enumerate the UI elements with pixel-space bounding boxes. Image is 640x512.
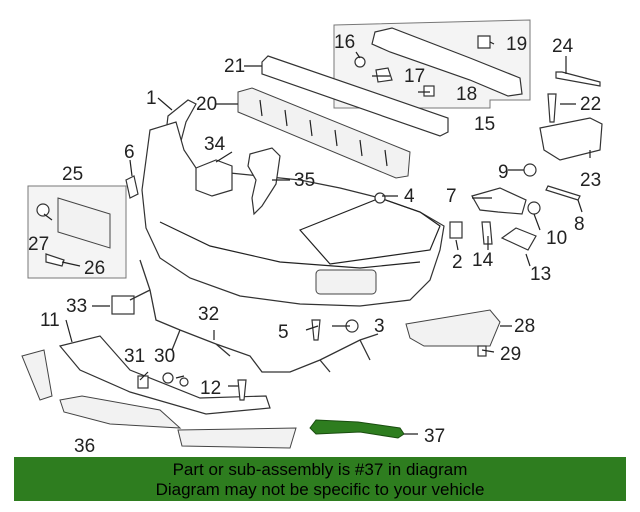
callout-27: 27 (28, 234, 49, 255)
callout-4: 4 (404, 186, 415, 207)
part-8-bolt (545, 185, 581, 201)
part-22-bolt (547, 93, 557, 123)
part-12-bolt (237, 379, 247, 401)
leaders (43, 41, 591, 435)
part-36-lower-trim-left (21, 349, 53, 401)
callout-6: 6 (124, 142, 135, 163)
banner-line-1: Part or sub-assembly is #37 in diagram (172, 460, 468, 479)
part-24-bolt (555, 71, 601, 87)
callout-32: 32 (198, 304, 219, 325)
part-16-bolt (354, 56, 366, 68)
part-31-clip (137, 375, 149, 389)
callout-2: 2 (452, 252, 463, 273)
callout-11: 11 (40, 310, 60, 331)
part-32-wiring-harness (129, 259, 379, 373)
callout-18: 18 (456, 84, 477, 105)
part-5-bolt (311, 319, 321, 341)
part-36-lower-trim-right (177, 427, 297, 449)
part-15-bracket (371, 27, 523, 97)
part-25-license-bracket (57, 197, 111, 249)
part-17-clip (375, 67, 393, 83)
callout-15: 15 (474, 114, 495, 135)
callout-25: 25 (62, 164, 83, 185)
callout-8: 8 (574, 214, 585, 235)
banner-line-2: Diagram may not be specific to your vehi… (155, 480, 485, 499)
callout-33: 33 (66, 296, 87, 317)
part-28-grille-insert (405, 309, 501, 347)
part-30-nut-2 (179, 377, 189, 387)
part-4-bolt (374, 192, 386, 204)
part-19-nut (477, 35, 491, 49)
callout-28: 28 (514, 316, 535, 337)
part-20-ribs (259, 99, 388, 167)
callout-20: 20 (196, 94, 217, 115)
part-30-nut (162, 372, 174, 384)
part-23-bracket (539, 117, 603, 161)
part-10-clip (527, 201, 541, 215)
part-33-sensor (111, 295, 135, 315)
fog-lamp-opening (315, 269, 377, 295)
callout-3: 3 (374, 316, 385, 337)
callout-16: 16 (334, 32, 355, 53)
callout-24: 24 (552, 36, 574, 57)
parts-diagram: 1 2 3 4 5 6 7 8 9 10 11 12 13 14 15 16 1… (21, 19, 603, 455)
part-20-energy-absorber (237, 87, 411, 179)
callout-5: 5 (278, 322, 289, 343)
callout-9: 9 (498, 162, 509, 183)
part-37-highlighted-strip (309, 419, 405, 439)
part-11-lower-deflector (58, 335, 271, 415)
part-34-module (195, 159, 233, 197)
callout-10: 10 (546, 228, 567, 249)
callout-31: 31 (124, 346, 145, 367)
part-27-clip (36, 203, 50, 217)
part-36-lower-trim (59, 395, 182, 429)
callout-23: 23 (580, 170, 601, 191)
callout-35: 35 (294, 170, 315, 191)
part-21-upper-bar (261, 55, 449, 137)
part-26-screw (45, 253, 65, 267)
callout-34: 34 (204, 134, 226, 155)
callout-7: 7 (446, 186, 457, 207)
bumper-fascia-lower-edge (159, 221, 421, 269)
part-7-bracket (471, 187, 527, 215)
callout-36: 36 (74, 436, 95, 455)
callout-29: 29 (500, 344, 521, 365)
part-2-pad (449, 221, 463, 239)
callout-22: 22 (580, 94, 601, 115)
callout-17: 17 (404, 66, 425, 87)
callout-26: 26 (84, 258, 105, 279)
part-9-nut (523, 163, 537, 177)
callout-19: 19 (506, 34, 527, 55)
callout-14: 14 (472, 250, 494, 271)
part-18-nut (423, 85, 435, 97)
callout-1: 1 (146, 88, 157, 109)
callout-13: 13 (530, 264, 551, 285)
part-6-side-lamp (125, 175, 139, 199)
callout-30: 30 (154, 346, 175, 367)
callout-12: 12 (200, 378, 221, 399)
part-14-bolt (481, 221, 493, 245)
part-35-bracket (247, 147, 281, 216)
part-13-bracket (500, 227, 537, 251)
callout-37: 37 (424, 426, 445, 447)
callout-21: 21 (224, 56, 245, 77)
info-banner: Part or sub-assembly is #37 in diagram D… (14, 457, 626, 501)
